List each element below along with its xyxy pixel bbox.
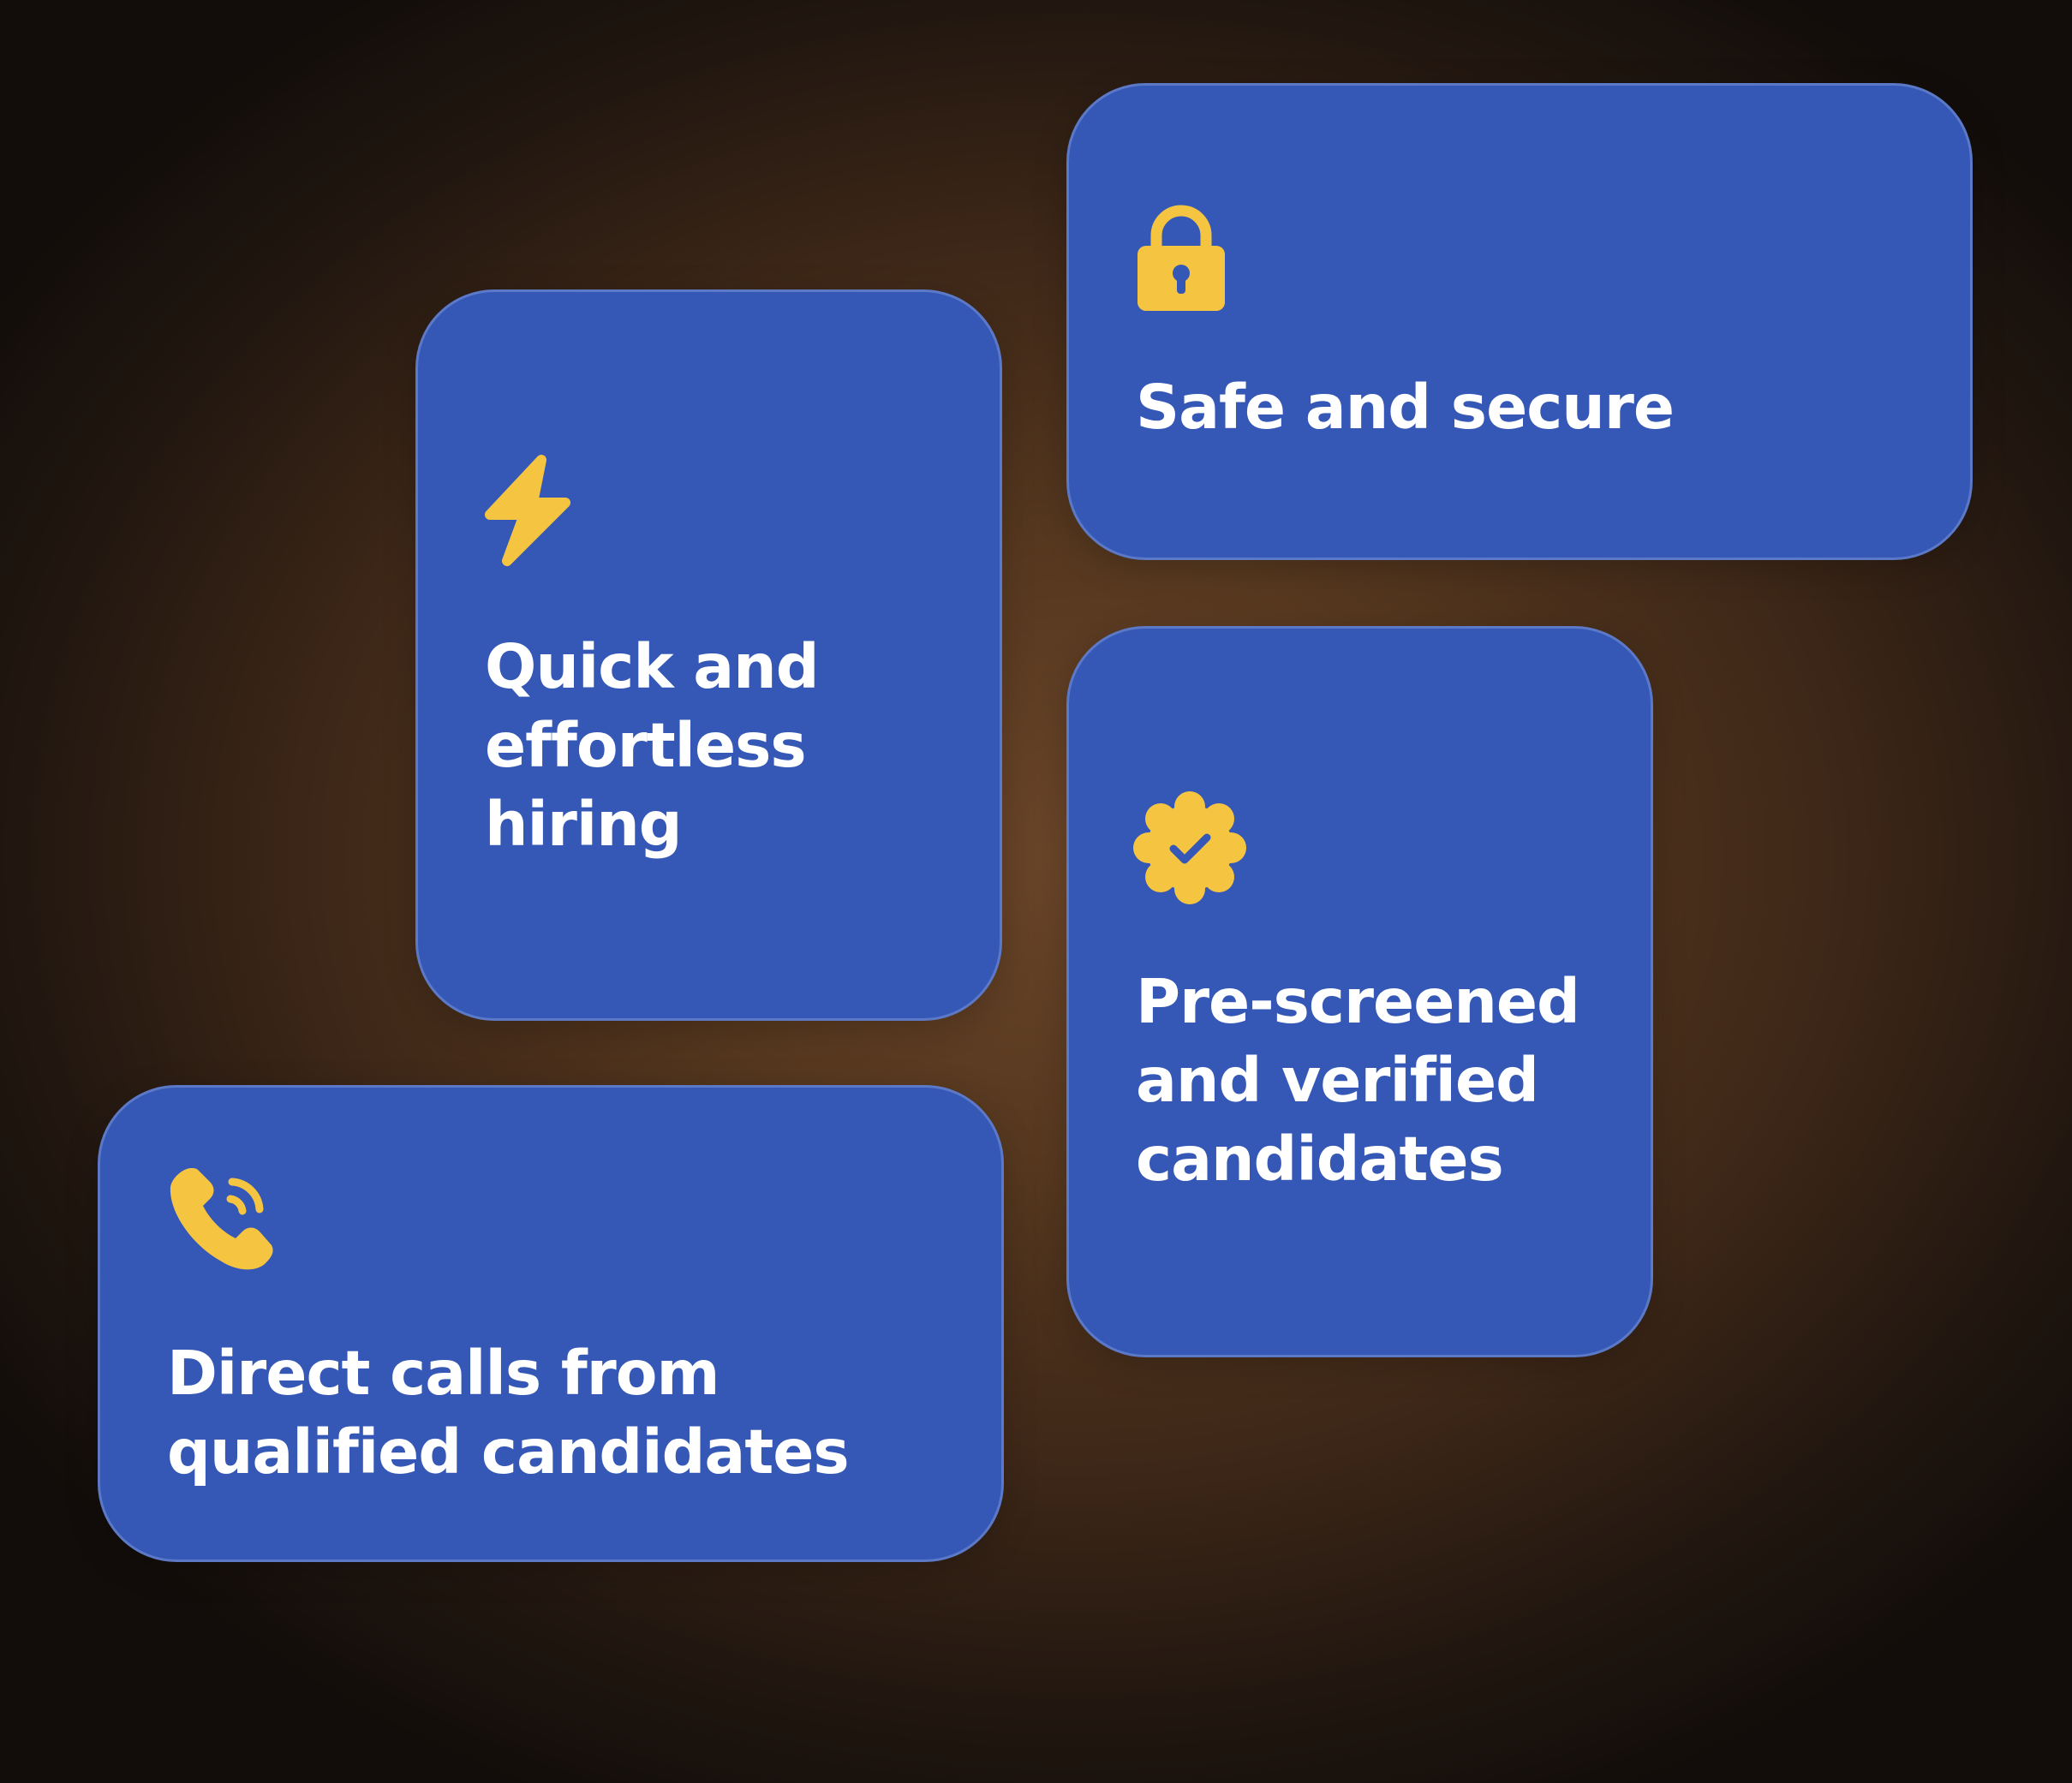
feature-card-direct-calls: Direct calls from qualified candidates: [98, 1085, 1004, 1562]
lightning-bolt-icon: [483, 455, 573, 568]
feature-card-verified-candidates: Pre-screened and verified candidates: [1066, 626, 1653, 1357]
lock-icon: [1136, 201, 1227, 313]
verified-badge-icon: [1133, 791, 1246, 904]
feature-card-safe-and-secure: Safe and secure: [1066, 83, 1973, 560]
phone-ringing-icon: [165, 1163, 278, 1276]
feature-label: Safe and secure: [1136, 372, 1675, 443]
feature-card-quick-hiring: Quick and effortless hiring: [415, 289, 1002, 1021]
feature-label: Quick and effortless hiring: [485, 631, 820, 860]
feature-label: Pre-screened and verified candidates: [1136, 966, 1580, 1195]
feature-label: Direct calls from qualified candidates: [167, 1338, 850, 1488]
